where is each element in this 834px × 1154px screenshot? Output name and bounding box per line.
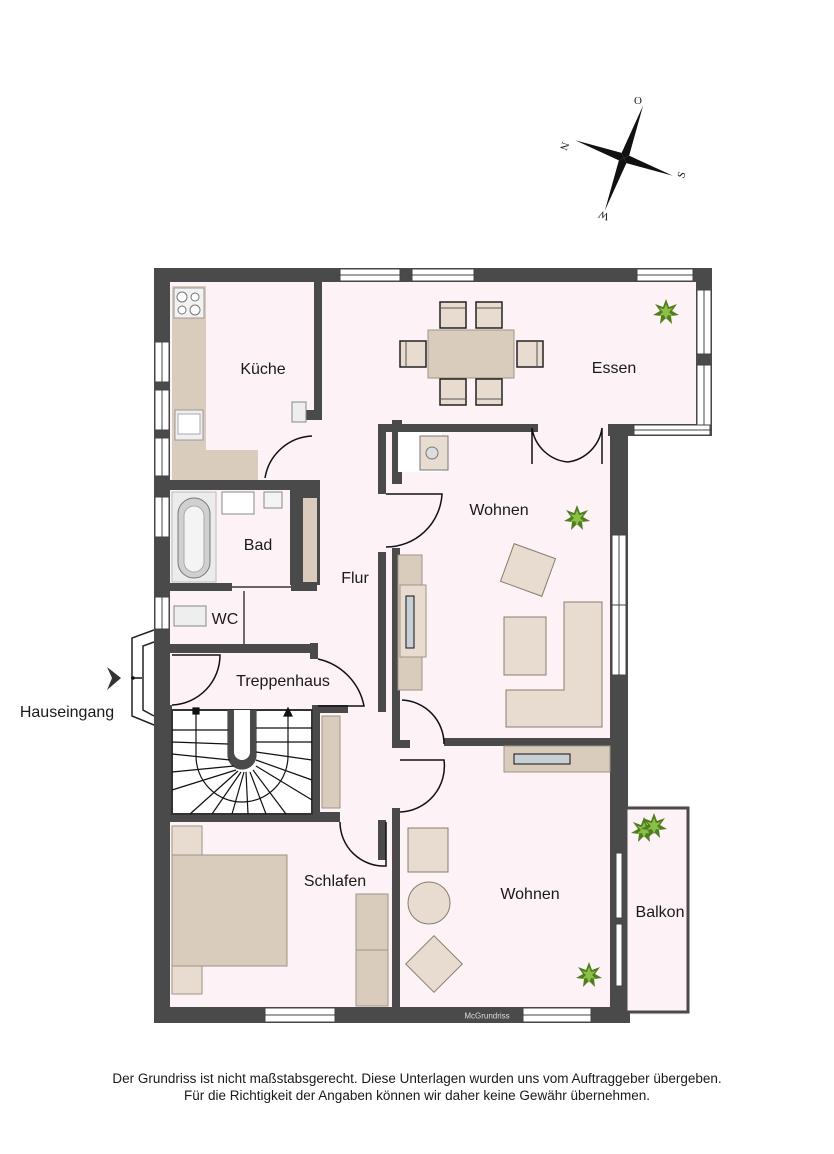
brand-watermark: McGrundriss	[464, 1011, 510, 1021]
room-label-bad: Bad	[243, 537, 273, 554]
disclaimer-line-1: Der Grundriss ist nicht maßstabsgerecht.…	[112, 1071, 722, 1086]
doors	[171, 427, 603, 867]
entrance-label: Hauseingang	[19, 704, 115, 721]
kitchen-furniture	[172, 286, 307, 480]
room-label-schlafen: Schlafen	[303, 873, 367, 890]
bedroom-furniture	[171, 825, 389, 1007]
disclaimer-line-2: Für die Richtigkeit der Angaben können w…	[183, 1088, 651, 1103]
room-label-wohnen: Wohnen	[469, 502, 529, 519]
staircase	[171, 706, 313, 815]
room-label-essen: Essen	[591, 360, 637, 377]
room-label-wohnen-2: Wohnen	[500, 886, 560, 903]
room-label-flur: Flur	[341, 570, 369, 587]
living-room-furniture	[397, 432, 603, 728]
room-label-treppenhaus: Treppenhaus	[236, 673, 330, 690]
compass-rose-icon	[575, 105, 673, 211]
compass-east-label: O	[634, 95, 642, 107]
living-room-2-furniture	[405, 745, 611, 993]
room-label-kueche: Küche	[240, 361, 286, 378]
dining-set	[399, 301, 544, 406]
entrance-arrow-icon	[107, 667, 121, 690]
balcony-outline	[624, 806, 690, 1014]
windows	[154, 268, 712, 1023]
room-label-balkon: Balkon	[635, 904, 685, 921]
room-label-wc: WC	[211, 611, 239, 628]
bathroom-fixtures	[171, 491, 283, 627]
